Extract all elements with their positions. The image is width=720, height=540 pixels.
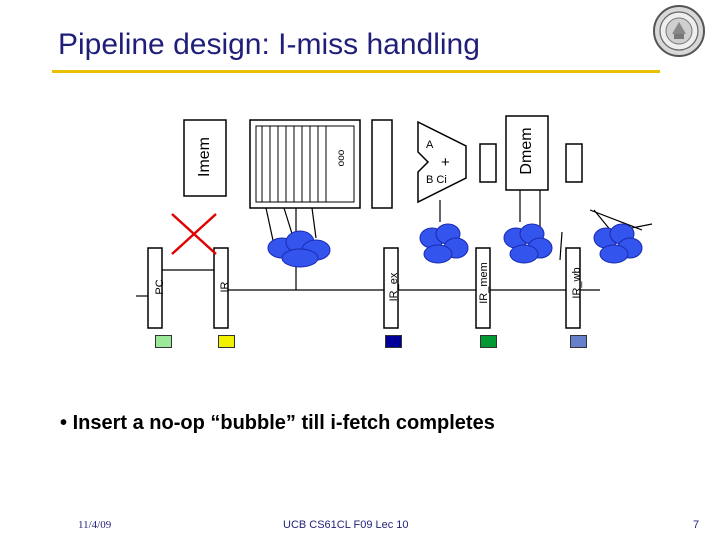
pipeline-diagram: [136, 115, 653, 329]
ir-wb-register: [565, 247, 581, 329]
ir-mem-label: IR_mem: [478, 262, 490, 304]
bullet-point: • Insert a no-op “bubble” till i-fetch c…: [60, 412, 495, 435]
ir-mem-indicator: [480, 335, 497, 348]
imiss-x-icon: [171, 213, 217, 255]
ir-label: IR: [219, 281, 231, 293]
mem-pipeline-register: [479, 143, 497, 183]
ir-mem-register: [475, 247, 491, 329]
pc-register: [147, 247, 163, 329]
mem-cloud: [503, 223, 553, 264]
footer-date: 11/4/09: [78, 519, 112, 531]
alu-shape: [417, 120, 467, 204]
wb-cloud: [593, 223, 643, 264]
dmem-label: Dmem: [518, 127, 535, 175]
ir-ex-register: [383, 247, 399, 329]
imem-box: [183, 119, 227, 197]
title-underline: [52, 70, 660, 73]
slide-title: Pipeline design: I-miss handling: [58, 28, 480, 61]
imem-label: Imem: [196, 137, 213, 177]
ir-ex-indicator: [385, 335, 402, 348]
ir-indicator: [218, 335, 235, 348]
alu-plus-label: +: [441, 154, 450, 171]
register-file: [249, 119, 361, 209]
wb-pipeline-register: [565, 143, 583, 183]
ir-wb-label: IR_wb: [571, 267, 583, 299]
alu-b-label: B Ci: [426, 174, 447, 186]
decode-cloud: [267, 230, 331, 268]
bullet-dot-icon: •: [60, 412, 68, 434]
dmem-box: [505, 115, 549, 191]
bullet-text: Insert a no-op “bubble” till i-fetch com…: [72, 412, 495, 434]
ex-cloud: [419, 223, 469, 264]
footer-course: UCB CS61CL F09 Lec 10: [283, 519, 409, 531]
ir-register: [213, 247, 229, 329]
register-ellipsis: ooo: [336, 149, 347, 167]
pc-indicator: [155, 335, 172, 348]
pc-label: PC: [154, 279, 166, 295]
ir-wb-indicator: [570, 335, 587, 348]
ex-pipeline-register: [371, 119, 393, 209]
ir-ex-label: IR_ex: [388, 272, 400, 302]
control-clouds: [267, 223, 643, 268]
university-seal-icon: [653, 5, 705, 57]
page-number: 7: [693, 519, 700, 531]
alu-a-label: A: [426, 139, 434, 151]
